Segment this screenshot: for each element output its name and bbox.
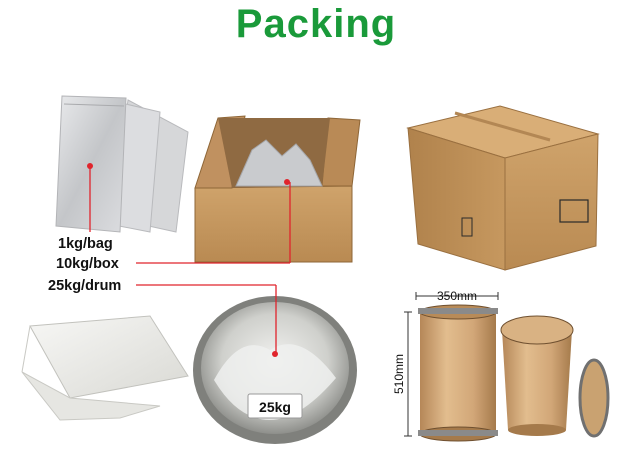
width-dimension-label: 350mm: [437, 289, 477, 303]
pointer-lines: [89, 166, 291, 354]
page-title: Packing: [235, 2, 397, 46]
foil-bags-image: [55, 95, 189, 233]
drum-bag-label: 25kg: [259, 399, 291, 415]
dimension-marks: 350mm 510mm: [392, 289, 499, 437]
white-bag-image: [21, 315, 189, 421]
open-drum-image: 25kg: [193, 296, 357, 444]
fiber-drum-image: [418, 304, 610, 442]
height-dimension-label: 510mm: [392, 354, 406, 394]
drum-capacity-label: 25kg/drum: [48, 278, 122, 294]
closed-carton-image: [406, 105, 600, 271]
box-capacity-label: 10kg/box: [56, 256, 119, 272]
open-carton-image: [194, 115, 361, 263]
bag-capacity-label: 1kg/bag: [58, 236, 113, 252]
